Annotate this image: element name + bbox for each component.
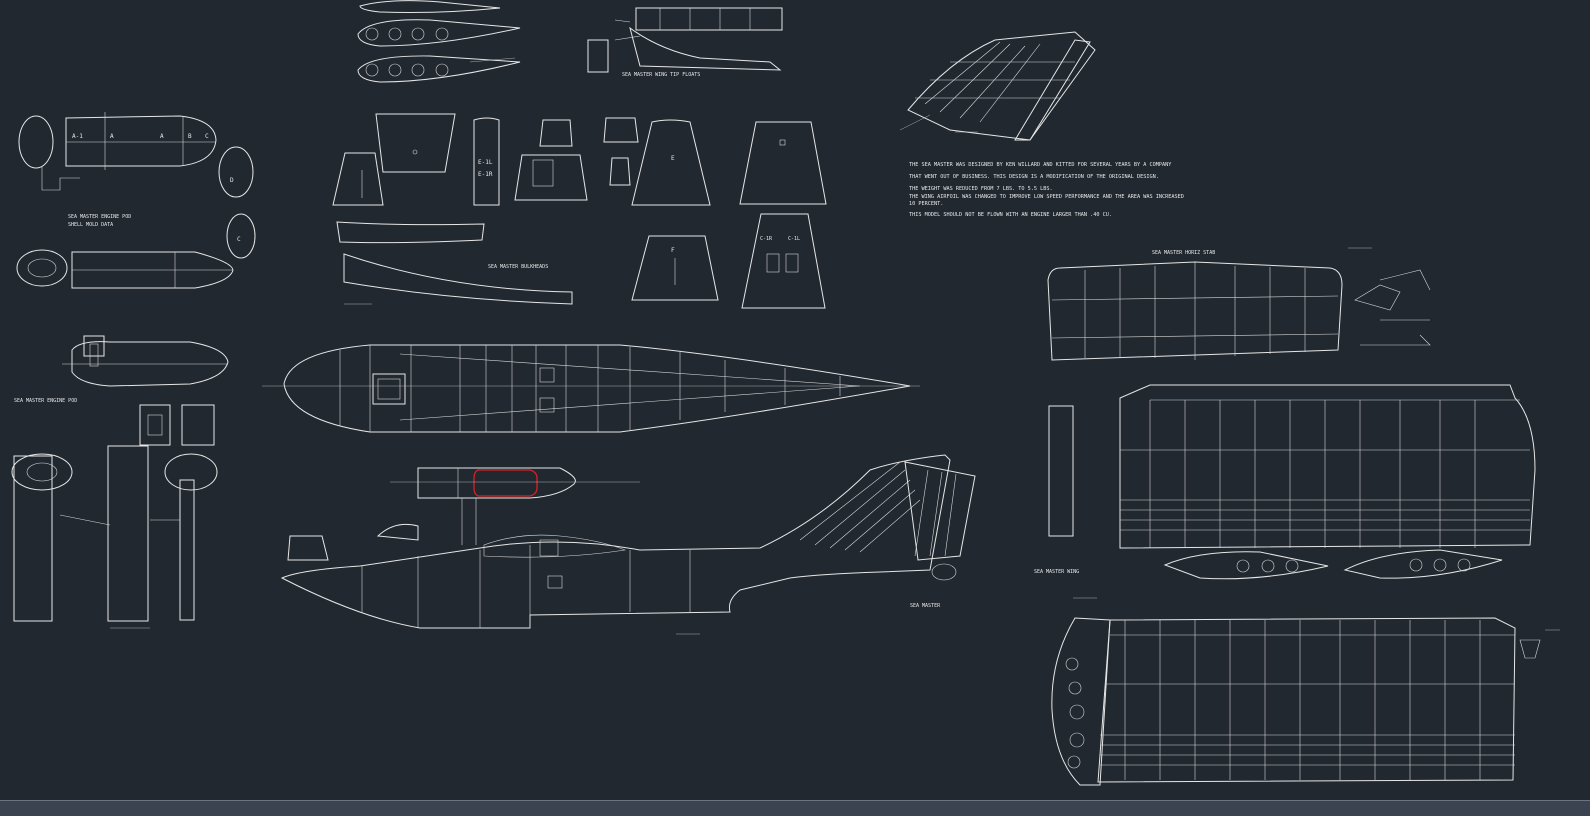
engine-pod-shell: A-1 A A B C D C SEA MASTER ENGINE POD SH… [16, 112, 256, 289]
svg-text:C-1L: C-1L [788, 236, 800, 242]
svg-text:A: A [110, 133, 114, 140]
svg-text:D: D [230, 177, 234, 184]
svg-text:E: E [671, 155, 675, 162]
svg-text:SEA MASTER ENGINE POD: SEA MASTER ENGINE POD [68, 214, 131, 220]
svg-text:C: C [237, 236, 241, 243]
svg-text:C-1R: C-1R [760, 236, 773, 242]
fuselage-top-view [262, 344, 920, 433]
wing-top-panel: SEA MASTER WING [1034, 384, 1536, 599]
svg-text:10 PERCENT.: 10 PERCENT. [909, 201, 943, 207]
highlighted-nacelle [473, 469, 538, 497]
bulkheads: E-1L E-1R E SEA MASTER BULKHEADS F C-1R … [332, 113, 827, 309]
svg-text:E-1R: E-1R [478, 171, 493, 178]
svg-text:A: A [160, 133, 164, 140]
engine-pod-label: SEA MASTER ENGINE POD [14, 398, 77, 404]
wing-tip-floats-label: SEA MASTER WING TIP FLOATS [622, 72, 700, 78]
horiz-stab-label: SEA MASTER HORIZ STAB [1152, 250, 1215, 256]
svg-text:THE WING AIRFOIL WAS CHANGED T: THE WING AIRFOIL WAS CHANGED TO IMPROVE … [909, 194, 1184, 200]
svg-text:SEA MASTER BULKHEADS: SEA MASTER BULKHEADS [488, 264, 548, 270]
svg-text:THIS MODEL SHOULD NOT BE FLOWN: THIS MODEL SHOULD NOT BE FLOWN WITH AN E… [909, 212, 1112, 218]
svg-text:THE WEIGHT WAS REDUCED FROM 7: THE WEIGHT WAS REDUCED FROM 7 LBS. TO 5.… [909, 186, 1053, 192]
wing-bottom-panel [1051, 617, 1560, 786]
svg-text:SHELL MOLD DATA: SHELL MOLD DATA [68, 222, 113, 228]
horizontal-stabilizer: SEA MASTER HORIZ STAB [1047, 247, 1431, 361]
fuselage-side-view: SEA MASTER [280, 454, 976, 635]
svg-text:F: F [671, 247, 675, 254]
float-sections [357, 0, 521, 83]
side-view-label: SEA MASTER [910, 603, 941, 609]
svg-text:A-1: A-1 [72, 133, 83, 140]
wing-tip-floats: SEA MASTER WING TIP FLOATS [587, 7, 783, 78]
design-notes: THE SEA MASTER WAS DESIGNED BY KEN WILLA… [909, 162, 1184, 218]
svg-text:C: C [205, 133, 209, 140]
svg-text:THAT WENT OUT OF BUSINESS. THI: THAT WENT OUT OF BUSINESS. THIS DESIGN I… [909, 174, 1159, 180]
wing-label: SEA MASTER WING [1034, 569, 1079, 575]
vertical-fin [899, 31, 1096, 141]
svg-text:E-1L: E-1L [478, 159, 493, 166]
engine-pod: SEA MASTER ENGINE POD [11, 335, 229, 629]
svg-text:THE SEA MASTER WAS DESIGNED BY: THE SEA MASTER WAS DESIGNED BY KEN WILLA… [909, 162, 1172, 168]
svg-text:B: B [188, 133, 192, 140]
status-bar [0, 800, 1590, 816]
